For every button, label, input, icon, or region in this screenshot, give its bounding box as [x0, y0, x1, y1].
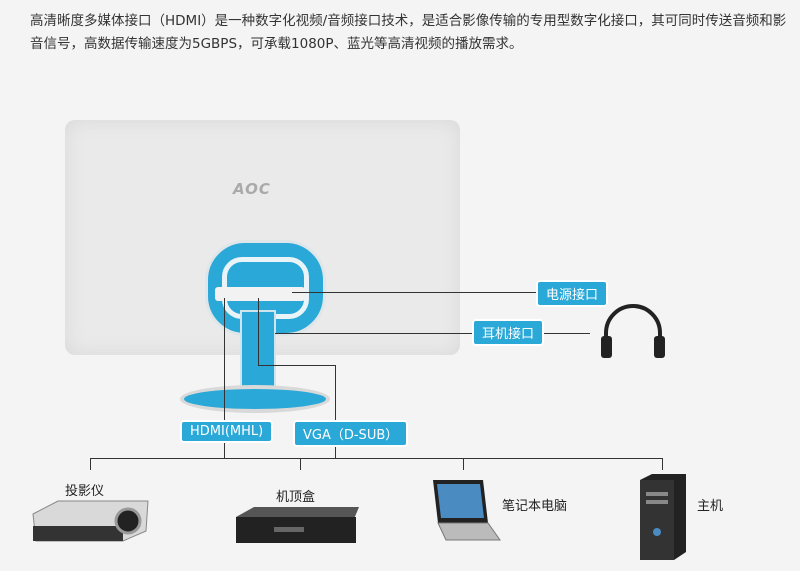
- headphone-icon: [601, 304, 665, 358]
- device-label-pc-tower: 主机: [697, 499, 724, 514]
- hdmi-line: [224, 298, 225, 458]
- monitor-logo: AOC: [233, 180, 271, 198]
- vga-port-label: VGA（D-SUB）: [293, 420, 409, 447]
- bus-line: [90, 458, 663, 459]
- intro-text: 高清晰度多媒体接口（HDMI）是一种数字化视频/音频接口技术，是适合影像传输的专…: [30, 13, 787, 52]
- vga-line-b: [258, 365, 336, 366]
- port-strip: [215, 287, 305, 301]
- device-label-laptop: 笔记本电脑: [502, 499, 568, 514]
- drop-line: [300, 458, 301, 470]
- device-label-projector: 投影仪: [65, 484, 105, 499]
- hdmi-port-label: HDMI(MHL): [180, 420, 274, 443]
- headphone-line: [275, 333, 590, 334]
- vga-line-a: [258, 298, 259, 365]
- vga-line-c: [335, 365, 336, 458]
- projector-icon: [32, 500, 149, 542]
- set-top-box-icon: [236, 507, 359, 543]
- pc-tower-icon: [640, 474, 686, 560]
- drop-line: [662, 458, 663, 470]
- headphone-port-label: 耳机接口: [472, 319, 545, 346]
- stand-base: [180, 385, 330, 413]
- drop-line: [463, 458, 464, 470]
- device-label-set-top-box: 机顶盒: [276, 490, 316, 505]
- laptop-icon: [433, 480, 501, 541]
- power-line: [292, 292, 540, 293]
- power-port-label: 电源接口: [536, 280, 609, 307]
- drop-line: [90, 458, 91, 470]
